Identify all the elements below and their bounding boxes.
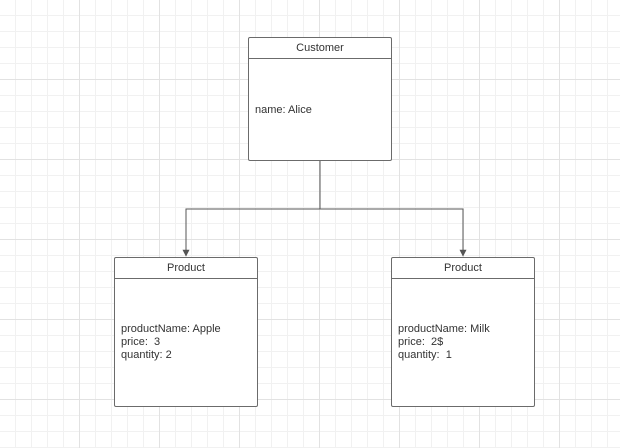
product-apple-attribute-price: price: 3: [121, 336, 161, 348]
product-apple-attributes: productName: Apple price: 3 quantity: 2: [121, 323, 253, 362]
product-milk-attribute-product-name: productName: Milk: [398, 323, 490, 335]
product-apple-class-box[interactable]: Product productName: Apple price: 3 quan…: [114, 257, 258, 407]
connector-customer-to-product-apple[interactable]: [182, 161, 321, 257]
customer-attributes: name: Alice: [255, 104, 387, 117]
product-milk-attributes: productName: Milk price: 2$ quantity: 1: [398, 323, 530, 362]
customer-attribute-name: name: Alice: [255, 104, 312, 116]
product-milk-attribute-price: price: 2$: [398, 336, 444, 348]
connector-customer-to-product-milk[interactable]: [319, 161, 467, 257]
customer-class-title: Customer: [249, 38, 391, 59]
product-milk-attribute-quantity: quantity: 1: [398, 349, 452, 361]
product-apple-class-title: Product: [115, 258, 257, 279]
product-apple-attribute-product-name: productName: Apple: [121, 323, 221, 335]
product-milk-class-title: Product: [392, 258, 534, 279]
product-apple-attribute-quantity: quantity: 2: [121, 349, 172, 361]
product-milk-class-box[interactable]: Product productName: Milk price: 2$ quan…: [391, 257, 535, 407]
customer-class-box[interactable]: Customer name: Alice: [248, 37, 392, 161]
